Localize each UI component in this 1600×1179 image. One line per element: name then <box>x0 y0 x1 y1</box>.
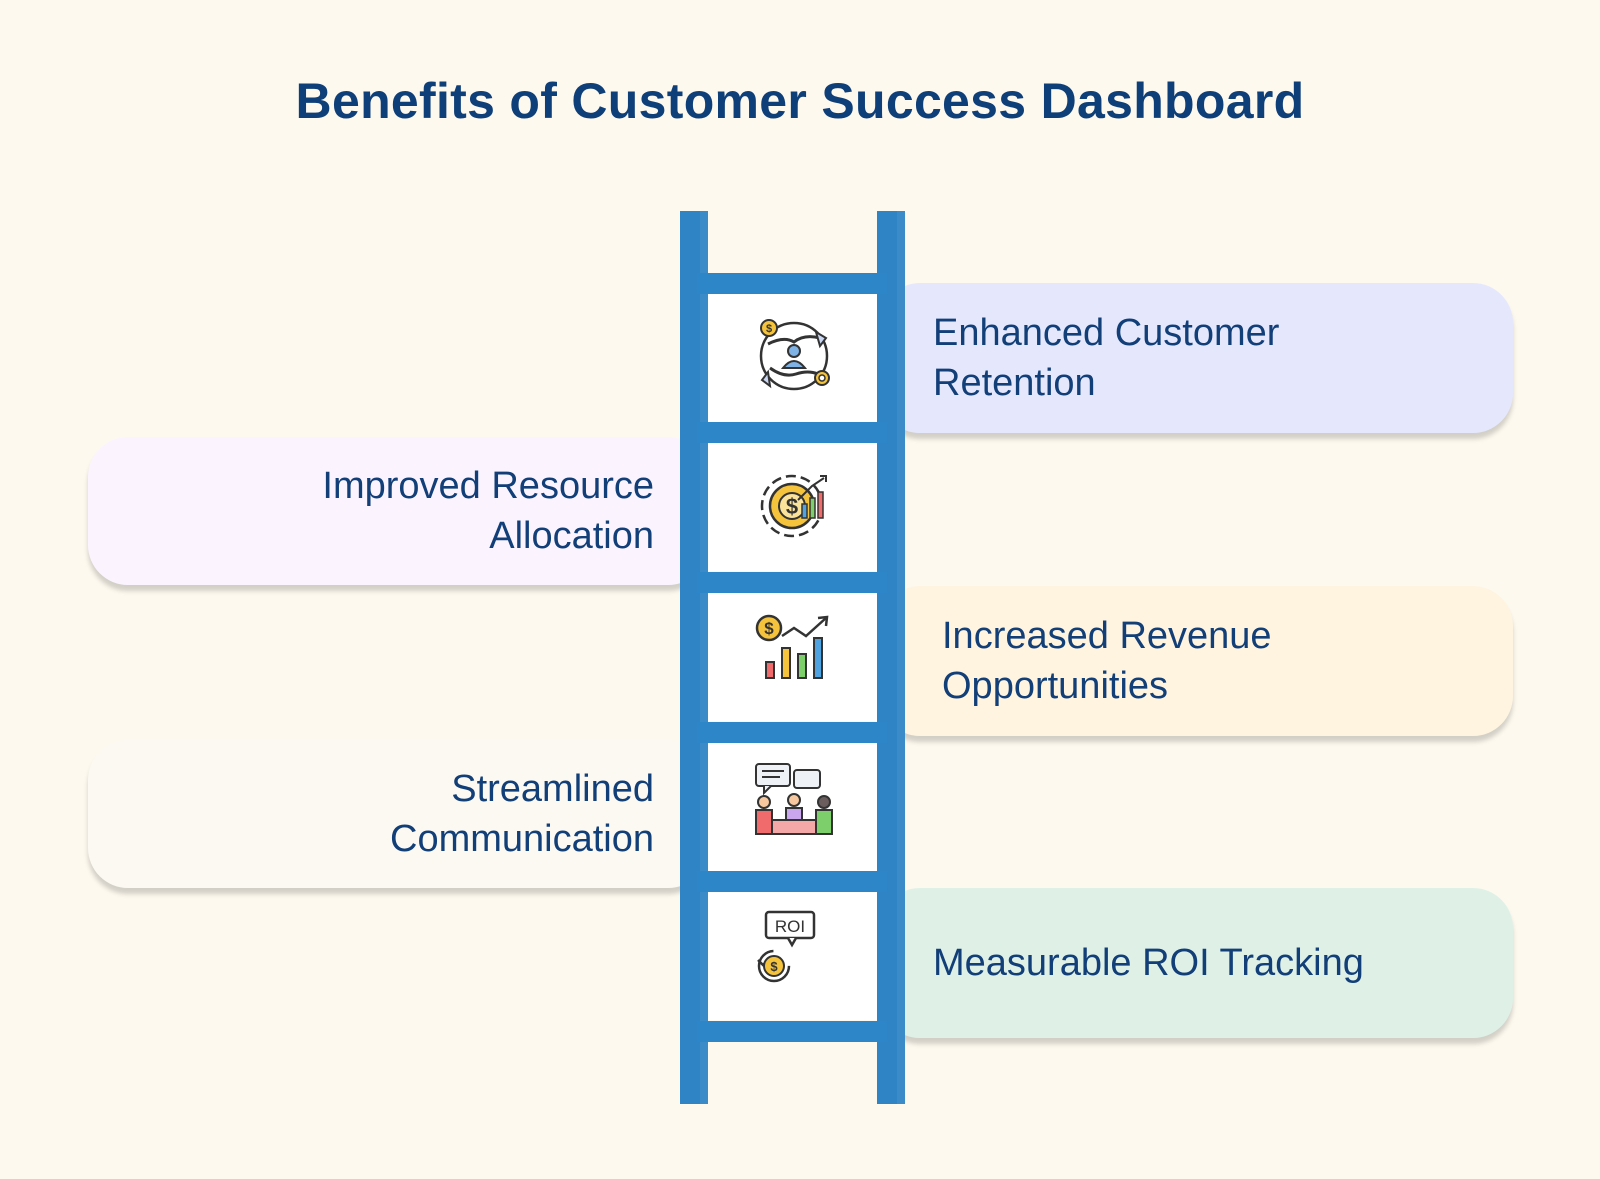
ladder-step-box <box>708 294 877 422</box>
benefit-label-line: Opportunities <box>942 665 1169 707</box>
benefit-label-line: Increased Revenue <box>942 615 1272 657</box>
ladder-right-rail <box>877 211 905 1104</box>
team-meeting-icon <box>754 762 834 842</box>
ladder-step-box <box>708 593 877 721</box>
roi-label: ROI <box>775 917 805 936</box>
svg-text:$: $ <box>770 959 778 974</box>
ladder-rung <box>697 871 887 892</box>
customer-care-icon: $ <box>754 316 834 396</box>
page-title: Benefits of Customer Success Dashboard <box>295 73 1305 129</box>
roi-refresh-icon: ROI $ <box>754 910 834 990</box>
benefit-card-enhanced-customer-retention: Enhanced Customer Retention <box>880 283 1513 433</box>
benefit-card-measurable-roi-tracking: Measurable ROI Tracking <box>880 888 1513 1038</box>
svg-text:$: $ <box>764 619 774 638</box>
benefit-label-line: Improved Resource <box>322 465 654 507</box>
benefit-label-line: Measurable ROI Tracking <box>933 942 1364 984</box>
benefit-label-line: Retention <box>933 362 1096 404</box>
ladder-rung <box>697 273 887 294</box>
ladder-rung <box>697 572 887 593</box>
benefit-label-line: Streamlined <box>451 768 654 810</box>
svg-text:$: $ <box>766 323 772 335</box>
ladder-rung <box>697 422 887 443</box>
benefit-label-line: Enhanced Customer <box>933 312 1280 354</box>
benefit-card-streamlined-communication: Streamlined Communication <box>88 740 708 888</box>
svg-text:$: $ <box>786 494 798 519</box>
ladder-rung <box>697 722 887 743</box>
benefit-label-line: Allocation <box>489 515 654 557</box>
ladder-left-rail <box>680 211 708 1104</box>
benefit-card-increased-revenue-opportunities: Increased Revenue Opportunities <box>880 586 1513 736</box>
benefit-label-line: Communication <box>390 818 654 860</box>
revenue-growth-chart-icon: $ <box>754 614 834 694</box>
gear-dollar-chart-icon: $ <box>754 466 834 546</box>
ladder-rung <box>697 1021 887 1042</box>
benefit-card-improved-resource-allocation: Improved Resource Allocation <box>88 437 708 585</box>
